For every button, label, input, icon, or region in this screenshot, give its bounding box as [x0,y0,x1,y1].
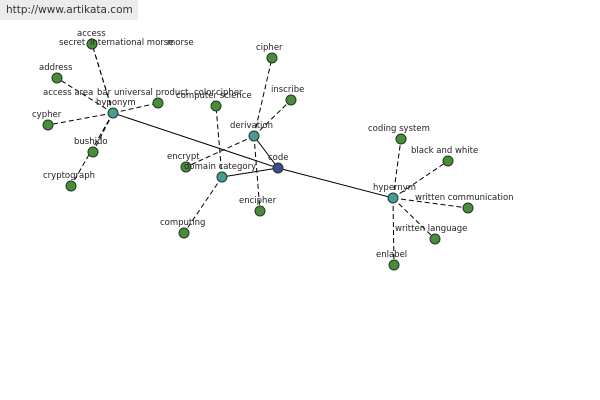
label-secret[interactable]: secret [59,38,86,48]
label-computer_science[interactable]: computer science [176,91,252,101]
node-access[interactable] [86,38,98,50]
edge-code-hyponym_left [112,112,279,169]
label-derivation[interactable]: derivation [230,121,273,131]
label-enlabel[interactable]: enlabel [376,250,407,260]
node-universal_product[interactable] [152,97,164,109]
label-written_communication[interactable]: written communication [415,193,514,203]
label-color[interactable]: color [194,88,215,98]
label-address[interactable]: address [39,63,73,73]
node-computer_science[interactable] [210,100,222,112]
label-cryptograph[interactable]: cryptograph [43,171,95,181]
label-hypernym[interactable]: hypernym [373,183,416,193]
label-coding_system[interactable]: coding system [368,124,430,134]
edge-derivation-encipher [253,135,261,212]
label-black_and_white[interactable]: black and white [411,146,478,156]
edge-hyponym_left-cypher [47,112,114,126]
label-international_morse[interactable]: international morse [90,38,173,48]
label-inscribe[interactable]: inscribe [271,85,304,95]
node-written_communication[interactable] [462,202,474,214]
edge-hyponym_left-bushido [92,112,114,153]
label-universal_product[interactable]: universal product [114,88,189,98]
node-coding_system[interactable] [395,133,407,145]
edge-hypernym-written_language [392,197,436,240]
label-computing[interactable]: computing [160,218,205,228]
label-cipher_top[interactable]: cipher [256,43,283,53]
label-morse[interactable]: morse [167,38,194,48]
edge-derivation-inscribe [253,99,292,137]
edge-code-hypernym [277,167,394,199]
edge-domain_category-computer_science [215,105,223,178]
label-written_language[interactable]: written language [395,224,467,234]
nodes-layer [42,38,474,271]
node-written_language[interactable] [429,233,441,245]
label-code[interactable]: code [268,153,289,163]
node-hypernym[interactable] [387,192,399,204]
label-bushido[interactable]: bushido [74,137,108,147]
node-code[interactable] [272,162,284,174]
label-domain_category[interactable]: domain category [184,162,256,172]
node-encipher[interactable] [254,205,266,217]
label-encrypt[interactable]: encrypt [167,152,200,162]
edge-domain_category-computing [183,176,223,234]
edge-hypernym-enlabel [392,197,395,266]
node-derivation[interactable] [248,130,260,142]
node-cryptograph[interactable] [65,180,77,192]
node-encrypt[interactable] [180,161,192,173]
edge-code-derivation [253,135,279,169]
edge-hypernym-written_communication [392,197,469,209]
node-address[interactable] [51,72,63,84]
node-domain_category[interactable] [216,171,228,183]
edge-hyponym_left-address [56,77,114,114]
node-cipher_top[interactable] [266,52,278,64]
label-access[interactable]: access [77,29,106,39]
edge-derivation-cipher_top [253,57,273,137]
edge-hypernym-black_and_white [392,160,449,199]
label-encipher[interactable]: encipher [239,196,277,206]
node-bushido[interactable] [87,146,99,158]
site-url-banner[interactable]: http://www.artikata.com [0,0,138,20]
edge-hyponym_left-secret [91,43,114,114]
labels-layer: code hyponym derivation domain category hype… [32,29,514,260]
node-computing[interactable] [178,227,190,239]
node-black_and_white[interactable] [442,155,454,167]
label-bar[interactable]: bar [97,88,112,98]
node-cypher[interactable] [42,119,54,131]
label-hyponym_left[interactable]: hyponym [96,98,136,108]
edge-code-domain_category [221,167,279,178]
edge-derivation-encrypt [185,135,255,168]
edge-hypernym-coding_system [392,138,402,199]
label-cipher_l[interactable]: cipher [216,88,243,98]
label-cypher[interactable]: cypher [32,110,62,120]
label-access_area[interactable]: access area [43,88,93,98]
node-hyponym_left[interactable] [107,107,119,119]
node-inscribe[interactable] [285,94,297,106]
node-enlabel[interactable] [388,259,400,271]
